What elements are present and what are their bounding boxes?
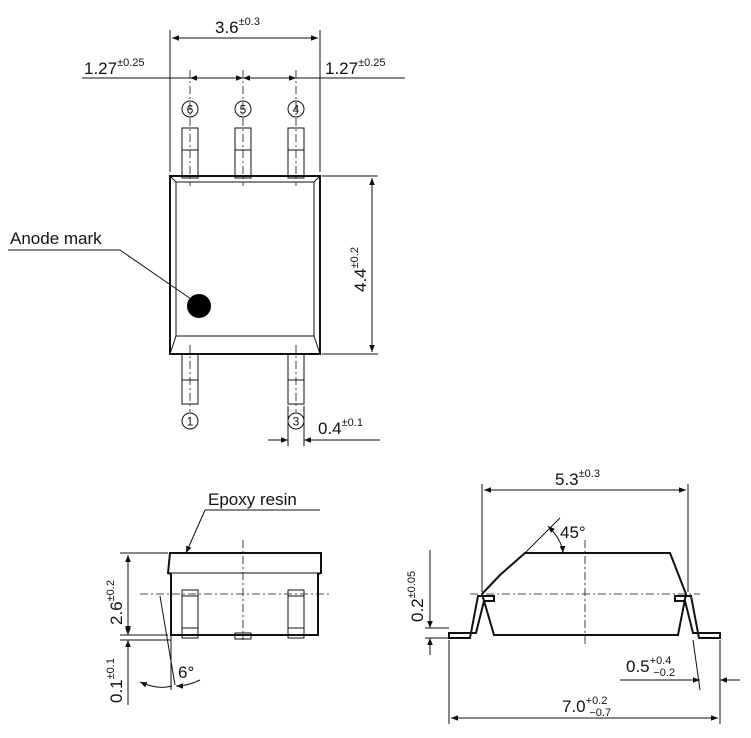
lead-right bbox=[674, 595, 721, 639]
draft-angle-text: 6° bbox=[178, 663, 194, 682]
anode-leader bbox=[119, 249, 192, 300]
draft-line bbox=[159, 595, 176, 686]
pin-4-label: 4 bbox=[293, 103, 300, 117]
package-body-end bbox=[470, 540, 700, 645]
epoxy-label: Epoxy resin bbox=[208, 490, 297, 509]
draft-angle-arc-right bbox=[175, 679, 201, 689]
anode-mark-dot bbox=[187, 294, 211, 318]
top-view: 3.6±0.3 1.27±0.25 1.27±0.25 6 5 4 bbox=[8, 16, 405, 446]
side-leads bbox=[181, 589, 305, 640]
top-leads bbox=[181, 70, 305, 186]
chamfer-ext bbox=[524, 517, 561, 554]
pitch-right-text: 1.27±0.25 bbox=[325, 57, 386, 78]
end-width-text: 5.3±0.3 bbox=[555, 468, 600, 489]
pin-6-label: 6 bbox=[187, 103, 194, 117]
pin-labels-top: 6 5 4 bbox=[181, 100, 305, 118]
end-view: 5.3±0.3 45° 0.2±0.05 0.5+0.4−0.2 7.0+0.2… bbox=[406, 468, 740, 724]
foot-text: 0.5+0.4−0.2 bbox=[626, 655, 675, 679]
overall-text: 7.0+0.2−0.7 bbox=[562, 695, 611, 719]
pin-3-label: 3 bbox=[293, 415, 300, 429]
anode-mark-label: Anode mark bbox=[10, 229, 102, 248]
package-body-side bbox=[140, 540, 330, 640]
side-view: Epoxy resin 2.6±0.2 0.1±0.1 6° bbox=[105, 490, 330, 705]
standoff-text: 0.1±0.1 bbox=[105, 658, 126, 703]
bottom-leads bbox=[181, 345, 305, 412]
chamfer-angle-arc bbox=[547, 525, 566, 554]
side-height-text: 2.6±0.2 bbox=[105, 580, 126, 625]
package-body-top bbox=[169, 175, 321, 355]
lead-left bbox=[448, 595, 495, 639]
foot-ext-left bbox=[692, 639, 701, 691]
thickness-text: 0.2±0.05 bbox=[406, 571, 427, 622]
pitch-left-text: 1.27±0.25 bbox=[84, 57, 145, 78]
draft-angle-arc bbox=[139, 681, 173, 688]
pin-1-label: 1 bbox=[187, 415, 194, 429]
lead-width-text: 0.4±0.1 bbox=[318, 417, 363, 438]
pin-5-label: 5 bbox=[240, 103, 247, 117]
width-dim-text: 3.6±0.3 bbox=[215, 16, 260, 37]
pin-labels-bottom: 1 3 bbox=[181, 412, 305, 430]
epoxy-leader bbox=[185, 509, 206, 554]
chamfer-angle-text: 45° bbox=[560, 523, 586, 542]
height-dim-text: 4.4±0.2 bbox=[349, 247, 370, 292]
